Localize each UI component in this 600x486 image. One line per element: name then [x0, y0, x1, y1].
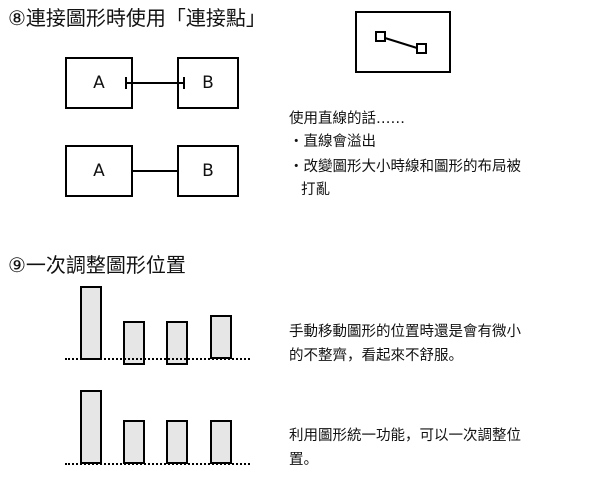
bar-uneven-1: [80, 286, 102, 360]
baseline-aligned: [65, 463, 250, 465]
text2-line-2: 置。: [289, 452, 318, 468]
text1-line-1: 手動移動圖形的位置時還是會有微小: [289, 324, 521, 340]
note-line-1: 使用直線的話……: [289, 111, 405, 127]
shape-a-label: A: [93, 161, 105, 181]
bar-aligned-4: [210, 420, 232, 464]
connector-line: [133, 170, 177, 172]
note-line-2: ・直線會溢出: [289, 134, 376, 150]
bar-uneven-3: [166, 321, 188, 365]
shape-a-top: A: [65, 57, 133, 109]
shape-b-label: B: [202, 73, 214, 93]
note-line-4: 打亂: [301, 182, 330, 198]
overflowing-line: [125, 82, 185, 84]
line-end-left: [125, 77, 127, 89]
bar-uneven-2: [123, 321, 145, 365]
section-9-heading: ⑨一次調整圖形位置: [8, 253, 186, 277]
baseline-uneven: [65, 358, 250, 360]
shape-a-bottom: A: [65, 145, 133, 197]
text1-line-2: 的不整齊，看起來不舒服。: [289, 348, 463, 364]
line-end-right: [183, 77, 185, 89]
bar-uneven-4: [210, 315, 232, 359]
shape-b-label: B: [202, 161, 214, 181]
shape-b-bottom: B: [177, 145, 239, 197]
text2-line-1: 利用圖形統一功能，可以一次調整位: [289, 428, 521, 444]
shape-b-top: B: [177, 57, 239, 109]
bar-aligned-2: [123, 420, 145, 464]
bar-aligned-1: [80, 390, 102, 464]
shape-a-label: A: [93, 73, 105, 93]
note-line-3: ・改變圖形大小時線和圖形的布局被: [289, 159, 521, 175]
bar-aligned-3: [166, 420, 188, 464]
section-8-heading: ⑧連接圖形時使用「連接點」: [8, 6, 266, 30]
connector-icon: [355, 11, 451, 73]
